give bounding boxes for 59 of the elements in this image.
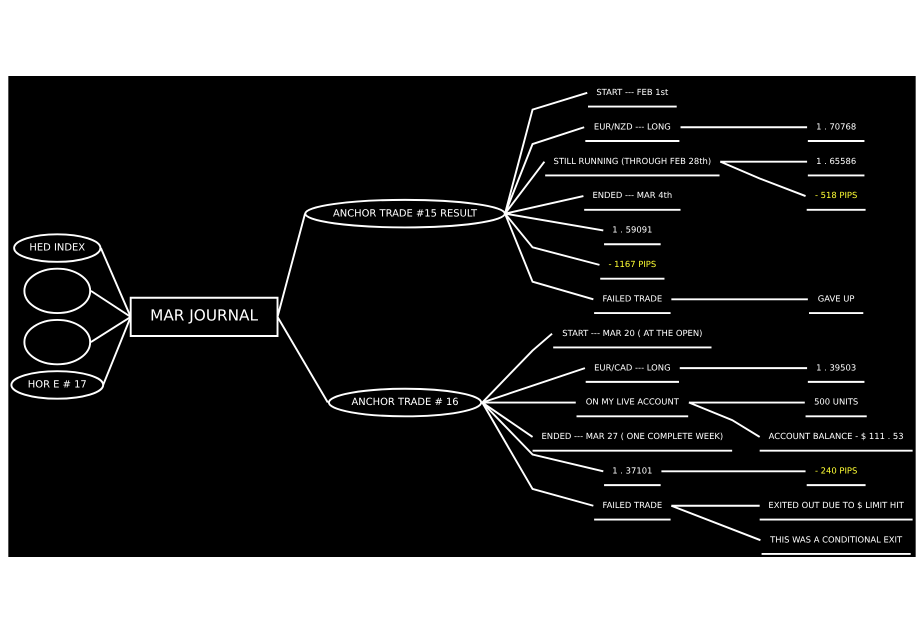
node-ellipse: ANCHOR TRADE #15 RESULT bbox=[304, 198, 506, 228]
node-text: GAVE UP bbox=[818, 293, 854, 304]
connector bbox=[504, 126, 584, 214]
connector bbox=[504, 161, 546, 214]
node-text: ENDED --- MAR 27 ( ONE COMPLETE WEEK) bbox=[542, 431, 724, 442]
connector bbox=[504, 213, 594, 300]
node-text: THIS WAS A CONDITIONAL EXIT bbox=[770, 534, 902, 544]
node-text: STILL RUNNING (THROUGH FEB 28th) bbox=[554, 156, 712, 166]
node-text: ON MY LIVE ACCOUNT bbox=[586, 396, 679, 407]
node-text: - 240 PIPS bbox=[814, 465, 858, 476]
connector bbox=[482, 402, 534, 438]
connector bbox=[504, 195, 584, 215]
node-text: START --- MAR 20 ( AT THE OPEN) bbox=[562, 328, 702, 338]
connector bbox=[661, 470, 806, 472]
node-text: 1 . 37101 bbox=[612, 465, 652, 476]
node-ellipse bbox=[23, 268, 92, 314]
node-text: ENDED --- MAR 4th bbox=[592, 190, 672, 200]
connector bbox=[102, 316, 132, 386]
connector bbox=[680, 367, 808, 370]
node-text: - 1167 PIPS bbox=[608, 259, 656, 270]
node-text: START --- FEB 1st bbox=[596, 86, 668, 97]
connector bbox=[720, 160, 806, 197]
connector bbox=[671, 298, 808, 300]
connector bbox=[276, 213, 306, 318]
node-text: 1 . 65586 bbox=[816, 156, 856, 166]
connector bbox=[482, 332, 553, 404]
connector bbox=[90, 290, 132, 318]
node-text: 1 . 59091 bbox=[612, 224, 652, 235]
connector bbox=[90, 316, 132, 343]
node-text: 1 . 39503 bbox=[816, 362, 856, 372]
connector bbox=[688, 402, 760, 438]
node-box: MAR JOURNAL bbox=[130, 296, 278, 337]
node-text: FAILED TRADE bbox=[602, 293, 662, 304]
node-ellipse: ANCHOR TRADE # 16 bbox=[328, 388, 482, 418]
connector bbox=[671, 504, 760, 507]
connector bbox=[276, 316, 329, 404]
node-text: FAILED TRADE bbox=[602, 500, 662, 510]
connector bbox=[482, 367, 586, 404]
connector bbox=[680, 126, 808, 128]
node-ellipse bbox=[23, 318, 92, 366]
node-ellipse: HED INDEX bbox=[13, 233, 102, 263]
node-text: 1 . 70768 bbox=[816, 121, 856, 132]
node-text: - 518 PIPS bbox=[814, 190, 858, 200]
node-text: ACCOUNT BALANCE - $ 111 . 53 bbox=[768, 431, 904, 442]
connector bbox=[482, 402, 576, 404]
connector bbox=[481, 402, 594, 507]
connector bbox=[482, 402, 604, 472]
connector bbox=[100, 248, 132, 318]
node-text: EUR/CAD --- LONG bbox=[594, 362, 671, 372]
node-ellipse: HOR E # 17 bbox=[10, 370, 104, 400]
connector bbox=[720, 160, 808, 163]
connector bbox=[504, 92, 588, 214]
connector bbox=[504, 212, 604, 232]
node-text: EUR/NZD --- LONG bbox=[594, 121, 671, 132]
node-text: EXITED OUT DUE TO $ LIMIT HIT bbox=[768, 500, 904, 510]
connector bbox=[504, 213, 600, 266]
node-text: 500 UNITS bbox=[814, 396, 858, 407]
connector bbox=[688, 402, 805, 404]
connector bbox=[671, 504, 761, 542]
